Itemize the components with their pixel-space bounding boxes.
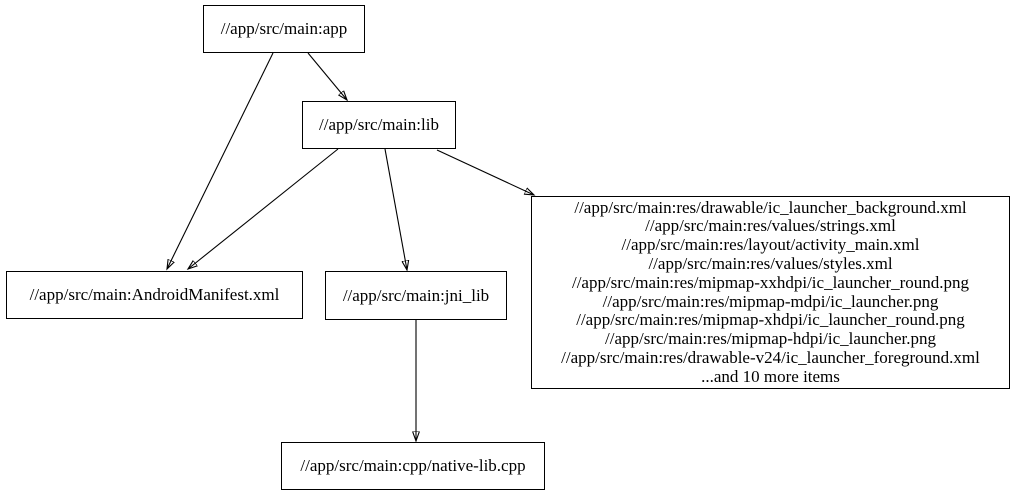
graph-node-app: //app/src/main:app	[203, 5, 365, 53]
resource-line: //app/src/main:res/mipmap-hdpi/ic_launch…	[605, 329, 936, 349]
graph-node-resources: //app/src/main:res/drawable/ic_launcher_…	[531, 196, 1010, 389]
edge-lib-to-resources	[436, 149, 534, 195]
graph-node-jni-lib: //app/src/main:jni_lib	[325, 271, 507, 320]
edge-app-to-manifest	[167, 52, 274, 269]
node-lib-label: //app/src/main:lib	[319, 115, 439, 134]
edge-lib-to-jni-lib	[384, 148, 407, 270]
node-native-lib-label: //app/src/main:cpp/native-lib.cpp	[300, 456, 526, 475]
resource-line: //app/src/main:res/mipmap-xhdpi/ic_launc…	[576, 310, 965, 330]
resource-line: //app/src/main:res/values/strings.xml	[645, 216, 896, 236]
node-app-label: //app/src/main:app	[220, 19, 348, 38]
node-jni-lib-label: //app/src/main:jni_lib	[342, 285, 490, 305]
resource-line: ...and 10 more items	[701, 366, 840, 386]
resource-line: //app/src/main:res/drawable-v24/ic_launc…	[561, 347, 980, 367]
graph-node-lib: //app/src/main:lib	[302, 101, 456, 149]
edge-app-to-lib	[307, 52, 347, 100]
node-manifest-label: //app/src/main:AndroidManifest.xml	[29, 285, 280, 304]
edge-lib-to-manifest	[188, 148, 339, 269]
graph-node-native-lib-cpp: //app/src/main:cpp/native-lib.cpp	[281, 442, 545, 490]
resource-line: //app/src/main:res/drawable/ic_launcher_…	[574, 197, 967, 217]
resource-line: //app/src/main:res/layout/activity_main.…	[621, 235, 920, 255]
resource-line: //app/src/main:res/mipmap-mdpi/ic_launch…	[602, 291, 939, 311]
graph-node-android-manifest: //app/src/main:AndroidManifest.xml	[6, 271, 303, 319]
resource-line: //app/src/main:res/values/styles.xml	[648, 253, 893, 273]
resource-line: //app/src/main:res/mipmap-xxhdpi/ic_laun…	[571, 272, 970, 292]
